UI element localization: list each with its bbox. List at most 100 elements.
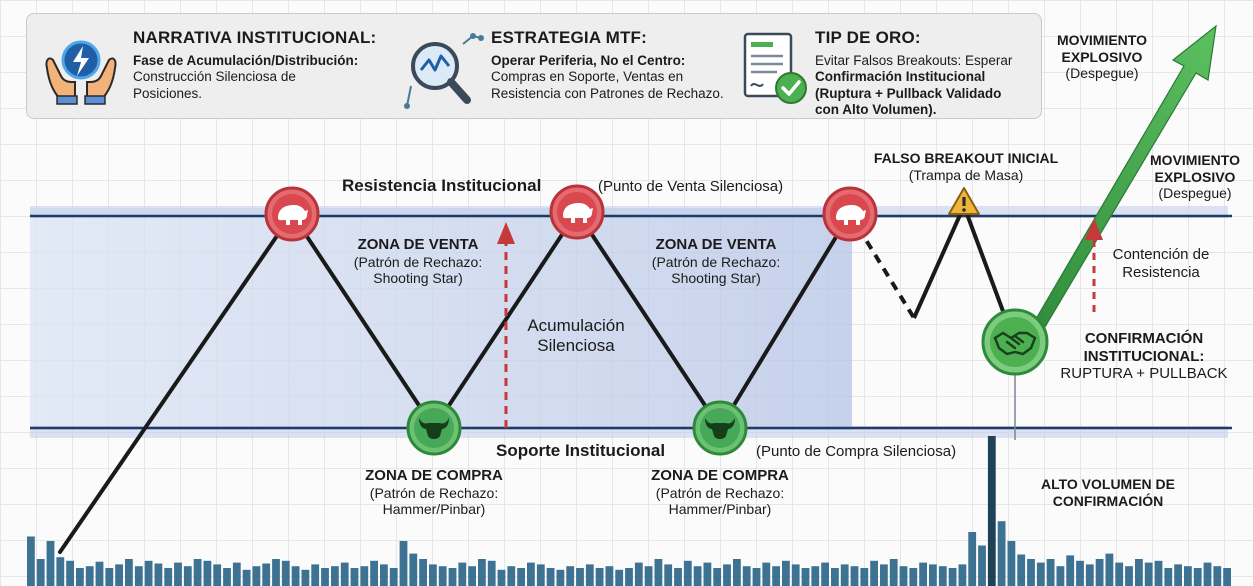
volume-bar	[850, 566, 859, 586]
volume-bar	[340, 562, 349, 586]
volume-bar	[46, 541, 55, 586]
volume-bar	[193, 559, 202, 586]
volume-bar	[85, 566, 94, 586]
volume-bar	[997, 521, 1006, 586]
volume-bar	[497, 569, 506, 586]
volume-bar	[321, 568, 329, 586]
volume-bar	[536, 564, 545, 586]
volume-bar	[880, 564, 888, 586]
explosive-move-label-right: MOVIMIENTO EXPLOSIVO (Despegue)	[1138, 152, 1252, 202]
warning-icon	[948, 187, 980, 215]
volume-bar	[115, 564, 123, 586]
volume-bar	[507, 566, 516, 586]
resistance-subtitle: (Punto de Venta Silenciosa)	[598, 178, 784, 195]
accumulation-line: Acumulación	[527, 316, 625, 335]
bear-marker-3	[822, 186, 878, 242]
sell-zone-line: Shooting Star)	[671, 270, 761, 287]
info-title-narrative: NARRATIVA INSTITUCIONAL:	[133, 28, 377, 47]
volume-bar	[1046, 559, 1055, 586]
volume-bar	[56, 557, 65, 586]
volume-bar	[27, 536, 35, 586]
info-line: Operar Periferia, No el Centro:	[491, 52, 686, 68]
explosive-title: MOVIMIENTO	[1150, 152, 1240, 168]
volume-bar	[478, 559, 486, 586]
buy-zone-line: (Patrón de Rechazo:	[369, 484, 499, 501]
confirmation-label: CONFIRMACIÓN INSTITUCIONAL: RUPTURA + PU…	[1050, 330, 1238, 383]
volume-bar	[429, 564, 437, 586]
volume-bar	[105, 568, 114, 586]
info-section-strategy: ESTRATEGIA MTF: Operar Periferia, No el …	[397, 14, 727, 120]
info-section-tip: TIP DE ORO: Evitar Falsos Breakouts: Esp…	[735, 14, 1041, 120]
volume-bar	[870, 560, 878, 586]
volume-bar	[683, 560, 692, 586]
high-volume-line: ALTO VOLUMEN DE	[1040, 476, 1176, 492]
volume-bar	[242, 569, 251, 586]
volume-bar	[1105, 553, 1114, 586]
volume-bar	[1095, 559, 1104, 586]
volume-bar	[1115, 562, 1124, 586]
volume-bar	[840, 564, 849, 586]
sell-zone-line: (Patrón de Rechazo:	[353, 253, 483, 270]
volume-bar-spike	[987, 436, 996, 586]
checklist-document-icon	[743, 32, 807, 104]
buy-zone-label-2: ZONA DE COMPRA (Patrón de Rechazo: Hamme…	[638, 467, 802, 518]
volume-bar	[831, 568, 839, 586]
buy-zone-title: ZONA DE COMPRA	[365, 467, 503, 484]
buy-zone-title: ZONA DE COMPRA	[651, 467, 789, 484]
volume-bar	[938, 566, 947, 586]
price-path	[58, 210, 852, 554]
volume-bar	[703, 562, 712, 586]
accumulation-line: Silenciosa	[537, 336, 615, 356]
volume-bar	[311, 564, 320, 586]
volume-bar	[801, 568, 810, 586]
volume-bar	[301, 569, 310, 586]
volume-bar	[733, 559, 741, 586]
volume-bar	[693, 566, 702, 586]
volume-bar	[281, 560, 290, 586]
containment-line: Resistencia	[1122, 263, 1200, 281]
volume-bar	[1203, 562, 1212, 586]
info-section-narrative: NARRATIVA INSTITUCIONAL: Fase de Acumula…	[27, 14, 387, 120]
confirmation-sub: RUPTURA + PULLBACK	[1060, 365, 1228, 383]
volume-bar	[66, 560, 74, 586]
info-line: (Ruptura + Pullback Validado	[815, 85, 1002, 101]
explosive-move-label-top: MOVIMIENTO EXPLOSIVO (Despegue)	[1044, 32, 1160, 82]
volume-bar	[468, 566, 476, 586]
bear-icon	[563, 203, 593, 223]
buy-zone-line: (Patrón de Rechazo:	[655, 484, 785, 501]
high-volume-line: CONFIRMACIÓN	[1052, 492, 1164, 509]
explosive-sub: (Despegue)	[1065, 65, 1139, 82]
volume-bar	[909, 568, 918, 586]
bear-marker-2	[549, 184, 605, 240]
volume-bar	[95, 561, 104, 586]
volume-bar	[183, 566, 192, 586]
explosive-title: EXPLOSIVO	[1154, 168, 1236, 185]
volume-bar	[164, 568, 173, 586]
volume-bar	[350, 568, 359, 586]
sell-zone-line: (Patrón de Rechazo:	[651, 253, 781, 270]
volume-bar	[625, 568, 633, 586]
volume-bar	[1036, 562, 1045, 586]
volume-bar	[674, 568, 682, 586]
volume-bar	[291, 566, 300, 586]
volume-bar	[889, 559, 898, 586]
volume-bar	[527, 562, 535, 586]
volume-bar	[762, 562, 771, 586]
sell-zone-label-2: ZONA DE VENTA (Patrón de Rechazo: Shooti…	[636, 236, 796, 287]
info-line: Resistencia con Patrones de Rechazo.	[491, 85, 724, 101]
volume-bar	[752, 568, 761, 586]
volume-bar	[272, 559, 280, 586]
volume-bar	[654, 559, 663, 586]
volume-bar	[252, 566, 261, 586]
volume-bar	[1076, 560, 1084, 586]
hands-lightning-icon	[45, 40, 117, 105]
bull-marker-2	[692, 400, 748, 456]
volume-bar	[644, 566, 653, 586]
sell-zone-line: Shooting Star)	[373, 270, 463, 287]
volume-bar	[576, 568, 584, 586]
volume-bar	[1027, 559, 1035, 586]
volume-bar	[144, 560, 153, 586]
volume-bar	[125, 559, 133, 586]
volume-bar	[1066, 555, 1075, 586]
volume-bar	[860, 568, 869, 586]
